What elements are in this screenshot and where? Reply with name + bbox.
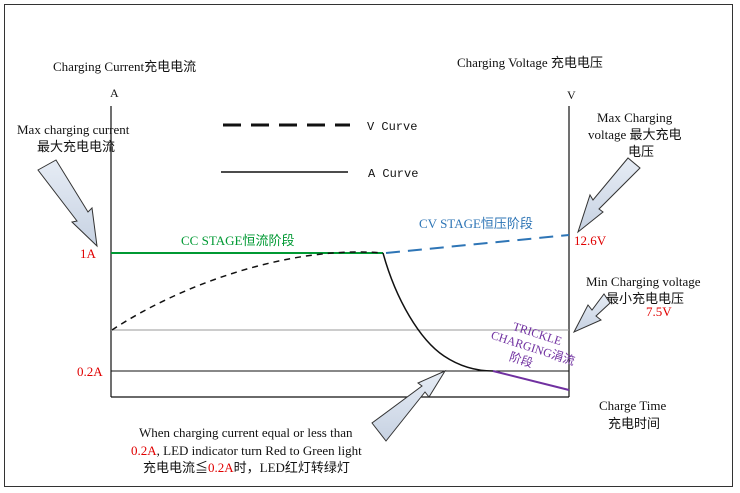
point-two-amp-label: 0.2A: [77, 364, 103, 379]
max-voltage-annotation-line3: 电压: [628, 144, 654, 159]
min-voltage-annotation-line1: Min Charging voltage: [586, 274, 701, 289]
max-voltage-annotation-line2: voltage 最大充电: [588, 127, 682, 142]
led-annotation-line1: When charging current equal or less than: [139, 425, 353, 440]
cv-stage-line: [385, 234, 570, 254]
current-axis-title: Charging Current充电电流: [53, 59, 196, 74]
a-curve-fall: [382, 252, 494, 372]
max-volt-label: 12.6V: [574, 233, 607, 248]
led-annotation-arrow-icon: [371, 369, 447, 442]
max-voltage-annotation-line1: Max Charging: [597, 110, 673, 125]
cv-stage-label: CV STAGE恒压阶段: [419, 216, 533, 231]
trickle-stage-line: [492, 370, 570, 391]
v-curve-rise: [111, 251, 384, 331]
voltage-axis-title: Charging Voltage 充电电压: [457, 55, 603, 70]
one-amp-label: 1A: [80, 246, 97, 261]
led-annotation-line3: 充电电流≦0.2A时，LED红灯转绿灯: [143, 460, 350, 475]
min-volt-label: 7.5V: [646, 304, 672, 319]
legend-a-curve-label: A Curve: [368, 167, 418, 181]
led-annotation-line2: 0.2A, LED indicator turn Red to Green li…: [131, 443, 362, 458]
x-axis-label-line2: 充电时间: [608, 416, 660, 431]
current-unit-label: A: [110, 86, 119, 100]
min-voltage-arrow-icon: [572, 293, 611, 334]
diagram-frame: [4, 4, 733, 487]
max-voltage-arrow-icon: [577, 157, 641, 234]
x-axis-label-line1: Charge Time: [599, 398, 667, 413]
max-current-annotation-line1: Max charging current: [17, 122, 130, 137]
max-current-annotation-line2: 最大充电电流: [37, 139, 115, 154]
min-voltage-annotation-line2: 最小充电电压: [606, 291, 684, 306]
max-current-arrow-icon: [37, 159, 98, 248]
svg-text:阶段: 阶段: [508, 349, 535, 371]
voltage-unit-label: V: [567, 88, 576, 102]
legend-v-curve-label: V Curve: [367, 120, 417, 134]
cc-stage-label: CC STAGE恒流阶段: [181, 233, 294, 248]
